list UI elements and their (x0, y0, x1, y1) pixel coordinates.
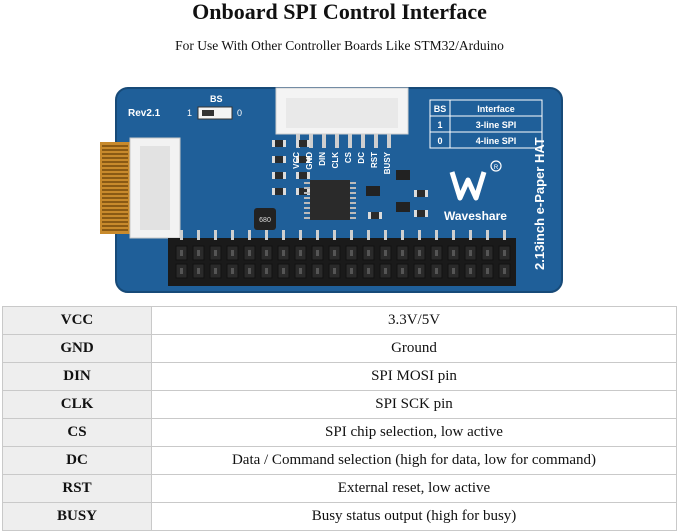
pin-description: Ground (151, 334, 677, 363)
header-pin-label: RST (370, 152, 379, 168)
rev-label: Rev2.1 (128, 108, 161, 119)
board-illustration: Rev2.1 BS 1 0 680 VCC GND DIN CLK CS DC RST BUS… (100, 87, 563, 293)
bs-table-cell: 0 (437, 136, 442, 146)
pin-name: DC (2, 446, 152, 475)
pin-description: SPI MOSI pin (151, 362, 677, 391)
header-pin-label: CS (344, 151, 353, 163)
bs-label: BS (210, 94, 223, 104)
bs-table-header-interface: Interface (477, 104, 515, 114)
header-pin-label: DC (357, 152, 366, 164)
header-pin-label: GND (305, 152, 314, 170)
header-pin-label: DIN (318, 152, 327, 166)
inductor-label: 680 (259, 217, 271, 224)
pin-name: RST (2, 474, 152, 503)
bs-table-cell: 1 (437, 120, 442, 130)
brand-label: Waveshare (444, 209, 507, 223)
svg-text:R: R (494, 165, 499, 171)
header-pin-label: CLK (331, 152, 340, 169)
pin-description: SPI chip selection, low active (151, 418, 677, 447)
bs-zero-label: 0 (237, 108, 242, 118)
waveshare-logo: R (449, 160, 502, 201)
pin-name: BUSY (2, 502, 152, 531)
bs-table-header-bs: BS (434, 104, 447, 114)
inductor (254, 208, 276, 230)
fpc-connector (100, 142, 130, 234)
pin-name: GND (2, 334, 152, 363)
pin-description: Data / Command selection (high for data,… (151, 446, 677, 475)
bs-one-label: 1 (187, 108, 192, 118)
page-title: Onboard SPI Control Interface (192, 0, 487, 24)
header-pin-label: BUSY (383, 151, 392, 174)
model-label: 2.13inch e-Paper HAT (532, 137, 547, 270)
bs-table-cell: 4-line SPI (476, 136, 517, 146)
pin-description: SPI SCK pin (151, 390, 677, 419)
epaper-hat-board-image: Rev2.1 BS 1 0 680 VCC GND DIN CLK CS DC RST BUS… (96, 80, 566, 294)
pin-name: DIN (2, 362, 152, 391)
bs-interface-table: BS Interface 1 3-line SPI 0 4-line SPI (429, 99, 543, 149)
pin-description: 3.3V/5V (151, 306, 677, 335)
pin-name: CS (2, 418, 152, 447)
header-pin-label: VCC (292, 152, 301, 169)
bs-table-cell: 3-line SPI (476, 120, 517, 130)
pin-name: CLK (2, 390, 152, 419)
gpio-header-40pin (168, 238, 516, 286)
pin-description: Busy status output (high for busy) (151, 502, 677, 531)
pin-name: VCC (2, 306, 152, 335)
pin-description: External reset, low active (151, 474, 677, 503)
page-subtitle: For Use With Other Controller Boards Lik… (175, 38, 504, 53)
level-shifter-ic (310, 180, 350, 220)
